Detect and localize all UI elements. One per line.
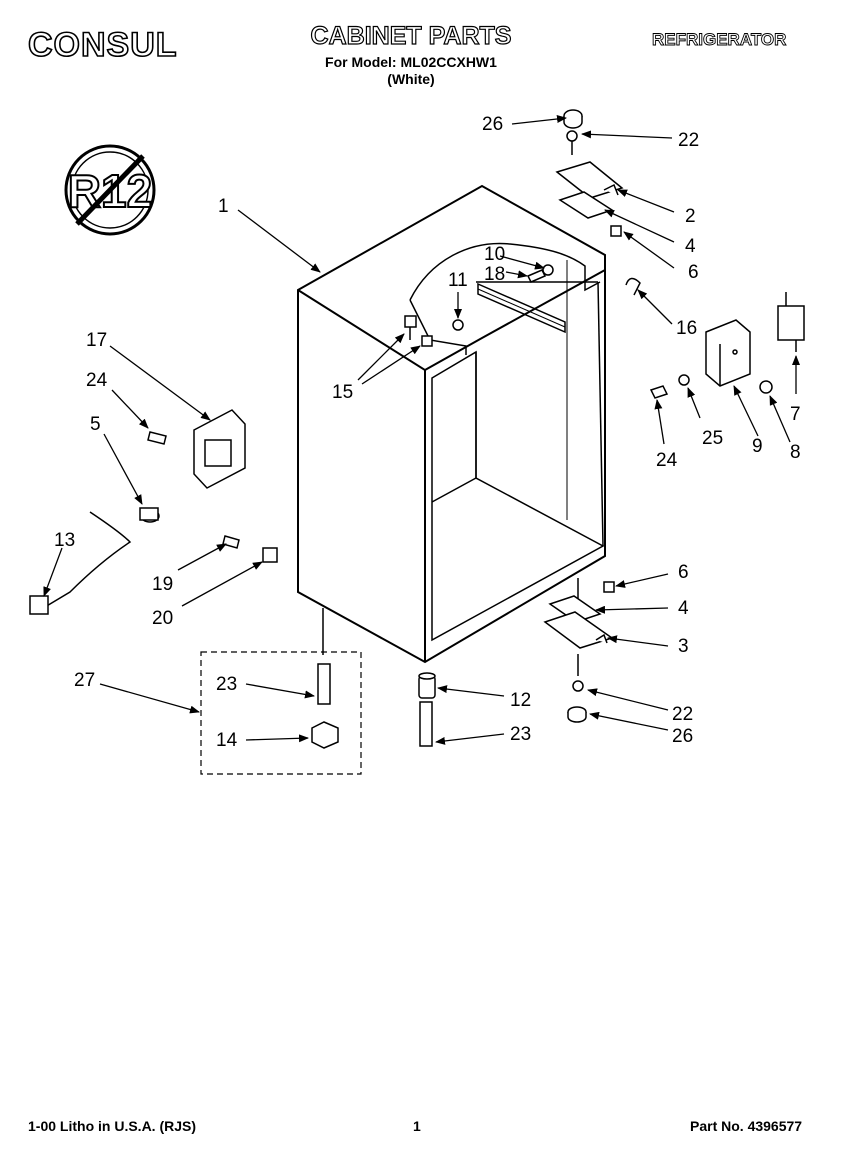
label-16: 16 xyxy=(676,318,697,339)
knob-8 xyxy=(759,380,773,394)
label-11: 11 xyxy=(448,270,468,291)
label-1: 1 xyxy=(218,196,229,217)
footer-litho: 1-00 Litho in U.S.A. (RJS) xyxy=(28,1118,197,1134)
cap-26-bottom xyxy=(567,706,587,723)
label-20: 20 xyxy=(152,608,173,629)
label-3: 3 xyxy=(678,636,689,657)
model-line: For Model: ML02CCXHW1 xyxy=(325,54,497,70)
label-9: 9 xyxy=(752,436,763,457)
label-8: 8 xyxy=(790,442,801,463)
hinge-shim-4-top xyxy=(558,191,614,219)
product-type: REFRIGERATOR xyxy=(652,30,787,50)
cord-13 xyxy=(29,511,132,615)
label-14: 14 xyxy=(216,730,238,751)
leveling-screw-23-left xyxy=(317,663,331,705)
screw-11 xyxy=(452,319,464,331)
plug-15a xyxy=(404,315,417,340)
clip-16 xyxy=(625,277,641,296)
label-22-top: 22 xyxy=(678,130,699,151)
kit-27-box xyxy=(200,651,362,775)
label-5: 5 xyxy=(90,414,101,435)
hinge-2 xyxy=(555,161,624,199)
label-19: 19 xyxy=(152,574,173,595)
no-r12-badge: R12 xyxy=(64,144,156,236)
label-7: 7 xyxy=(790,404,801,425)
color-line: (White) xyxy=(387,71,435,87)
label-6-bottom: 6 xyxy=(678,562,689,583)
leader-lines xyxy=(43,115,800,745)
screw-10 xyxy=(542,264,554,276)
label-4-bottom: 4 xyxy=(678,598,689,619)
page-title: CABINET PARTS xyxy=(310,21,512,50)
plug-15b xyxy=(421,335,433,347)
brand-logo: CONSUL xyxy=(27,25,178,65)
leveling-screw-23-right xyxy=(419,701,433,747)
label-12: 12 xyxy=(510,690,531,711)
screw-19 xyxy=(222,535,240,549)
label-4-top: 4 xyxy=(685,236,696,257)
cap-26-top xyxy=(563,109,583,129)
label-25: 25 xyxy=(702,428,723,449)
screw-24-left xyxy=(147,431,167,445)
light-housing-17 xyxy=(193,409,246,489)
cabinet-shell xyxy=(297,184,606,664)
bushing-20 xyxy=(262,547,278,563)
label-24-left: 24 xyxy=(86,370,108,391)
label-22-bottom: 22 xyxy=(672,704,693,725)
label-23-left: 23 xyxy=(216,674,237,695)
label-15: 15 xyxy=(332,382,353,403)
label-17: 17 xyxy=(86,330,107,351)
footer-page-number: 1 xyxy=(413,1118,421,1134)
cap-6-bottom xyxy=(603,581,615,593)
foot-12 xyxy=(418,672,436,699)
socket-5 xyxy=(139,507,160,523)
footer-part-number: Part No. 4396577 xyxy=(690,1118,803,1134)
label-18: 18 xyxy=(484,264,505,285)
badge-text: R12 xyxy=(68,165,152,217)
foot-14 xyxy=(311,721,339,749)
screw-22-bottom xyxy=(572,654,584,692)
label-26-top: 26 xyxy=(482,114,503,135)
screw-18 xyxy=(526,269,547,283)
nut-25 xyxy=(678,374,690,386)
label-6-top: 6 xyxy=(688,262,699,283)
cap-6-top xyxy=(610,225,622,237)
screw-24-right xyxy=(649,385,669,399)
label-26-bottom: 26 xyxy=(672,726,693,747)
label-10: 10 xyxy=(484,244,505,265)
part-number-labels: 1 2 3 4 4 5 6 6 7 8 9 10 11 12 13 14 15 … xyxy=(54,114,801,751)
label-27: 27 xyxy=(74,670,95,691)
hinge-3 xyxy=(543,611,614,649)
control-box-9 xyxy=(705,319,751,387)
model-info: For Model: ML02CCXHW1 (White) xyxy=(300,54,522,88)
label-23-right: 23 xyxy=(510,724,531,745)
screw-22-top xyxy=(566,130,578,155)
thermostat-7 xyxy=(777,292,805,352)
label-13: 13 xyxy=(54,530,75,551)
label-24-right: 24 xyxy=(656,450,678,471)
label-2: 2 xyxy=(685,206,696,227)
